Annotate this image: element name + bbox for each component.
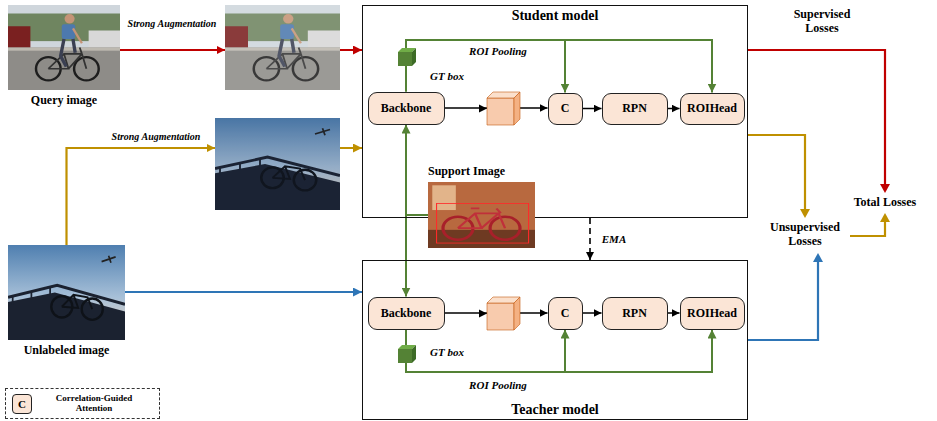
connector xyxy=(583,108,602,110)
rpn-box: RPN xyxy=(602,93,668,125)
connector xyxy=(406,40,565,93)
legend-sample: C xyxy=(12,394,32,414)
node-label: RPN xyxy=(622,306,647,321)
rpn-box: RPN xyxy=(602,297,668,330)
unlabeled-photo xyxy=(8,245,125,340)
augmentation-tint xyxy=(215,118,340,210)
support-photo xyxy=(428,182,535,248)
connector xyxy=(668,108,680,110)
connector xyxy=(406,215,428,297)
attention-box: C xyxy=(548,93,583,125)
photo xyxy=(428,182,535,248)
arrowhead xyxy=(479,310,487,318)
feature-map-cube xyxy=(487,92,520,125)
roi-feature-cube xyxy=(398,48,416,66)
cube-face xyxy=(412,48,416,66)
support-image: Support Image xyxy=(428,182,535,248)
student-model-frame: Student modelBackbone C RPN ROIHead xyxy=(362,5,748,218)
node-label: Query image xyxy=(31,93,97,108)
arrowhead xyxy=(880,184,890,193)
node-label: Backbone xyxy=(381,101,432,116)
augmentation-tint xyxy=(225,5,340,90)
node-label: Student model xyxy=(512,8,599,24)
roihead-box: ROIHead xyxy=(680,93,745,125)
node-label: RPN xyxy=(622,101,647,116)
arrowhead xyxy=(479,105,487,113)
node-label: Teacher model xyxy=(511,402,599,418)
node-label: Support Image xyxy=(428,164,505,179)
arrowhead xyxy=(813,253,823,262)
legend-symbol-letter: C xyxy=(18,398,26,410)
unlabeled-image: Unlabeled image xyxy=(8,245,125,340)
attention-box: C xyxy=(548,297,583,330)
connector xyxy=(668,312,680,314)
edge-label: Strong Augmentation xyxy=(128,18,217,30)
edge-label: ROI Pooling xyxy=(469,379,527,392)
arrowhead xyxy=(217,46,225,54)
cube-face xyxy=(398,52,412,66)
connector xyxy=(406,330,712,373)
augmented-query-image xyxy=(225,5,340,90)
feature-map-cube xyxy=(487,297,520,330)
connector xyxy=(406,40,712,93)
cube-face xyxy=(514,297,520,330)
node-label: Unlabeled image xyxy=(24,343,110,358)
backbone-box: Backbone xyxy=(368,297,445,330)
loss-label: Total Losses xyxy=(854,196,917,210)
query-image: Query image xyxy=(8,5,120,90)
gt-box-label: GT box xyxy=(430,346,464,359)
connector xyxy=(589,218,591,260)
node-label: ROIHead xyxy=(687,306,737,321)
gt-box-label: GT box xyxy=(430,70,464,83)
augmented-unlabeled-image xyxy=(215,118,340,210)
connector xyxy=(406,330,565,373)
loss-line xyxy=(748,50,885,185)
connector xyxy=(125,291,362,293)
roi-feature-cube xyxy=(398,345,416,363)
backbone-box: Backbone xyxy=(368,92,445,125)
query-photo xyxy=(8,5,120,90)
cube-face xyxy=(487,98,514,125)
edge-label: EMA xyxy=(602,233,626,246)
node-label: C xyxy=(561,306,570,321)
arrowhead xyxy=(207,144,215,152)
cube-face xyxy=(398,349,412,363)
cube-face xyxy=(412,345,416,363)
edge-label: Strong Augmentation xyxy=(112,131,201,143)
loss-line xyxy=(748,261,818,340)
legend-text: Correlation-Guided Attention xyxy=(38,394,150,414)
teacher-model-frame: Teacher model Backbone C RPN ROIHead xyxy=(362,260,748,420)
edge-label: ROI Pooling xyxy=(469,45,527,58)
connector xyxy=(583,312,602,314)
arrowhead xyxy=(880,213,890,222)
loss-label: Unsupervised Losses xyxy=(761,221,849,249)
connector xyxy=(406,125,428,216)
loss-label: Supervised Losses xyxy=(785,8,859,36)
node-label: ROIHead xyxy=(687,101,737,116)
cube-face xyxy=(487,303,514,330)
arrowhead xyxy=(800,209,810,218)
node-label: C xyxy=(561,101,570,116)
legend-box: C Correlation-Guided Attention xyxy=(5,388,160,419)
loss-line xyxy=(748,135,805,210)
roihead-box: ROIHead xyxy=(680,297,745,330)
node-label: Backbone xyxy=(381,306,432,321)
loss-line xyxy=(850,221,885,236)
photo xyxy=(8,245,125,340)
cube-face xyxy=(514,92,520,125)
photo xyxy=(8,5,120,90)
